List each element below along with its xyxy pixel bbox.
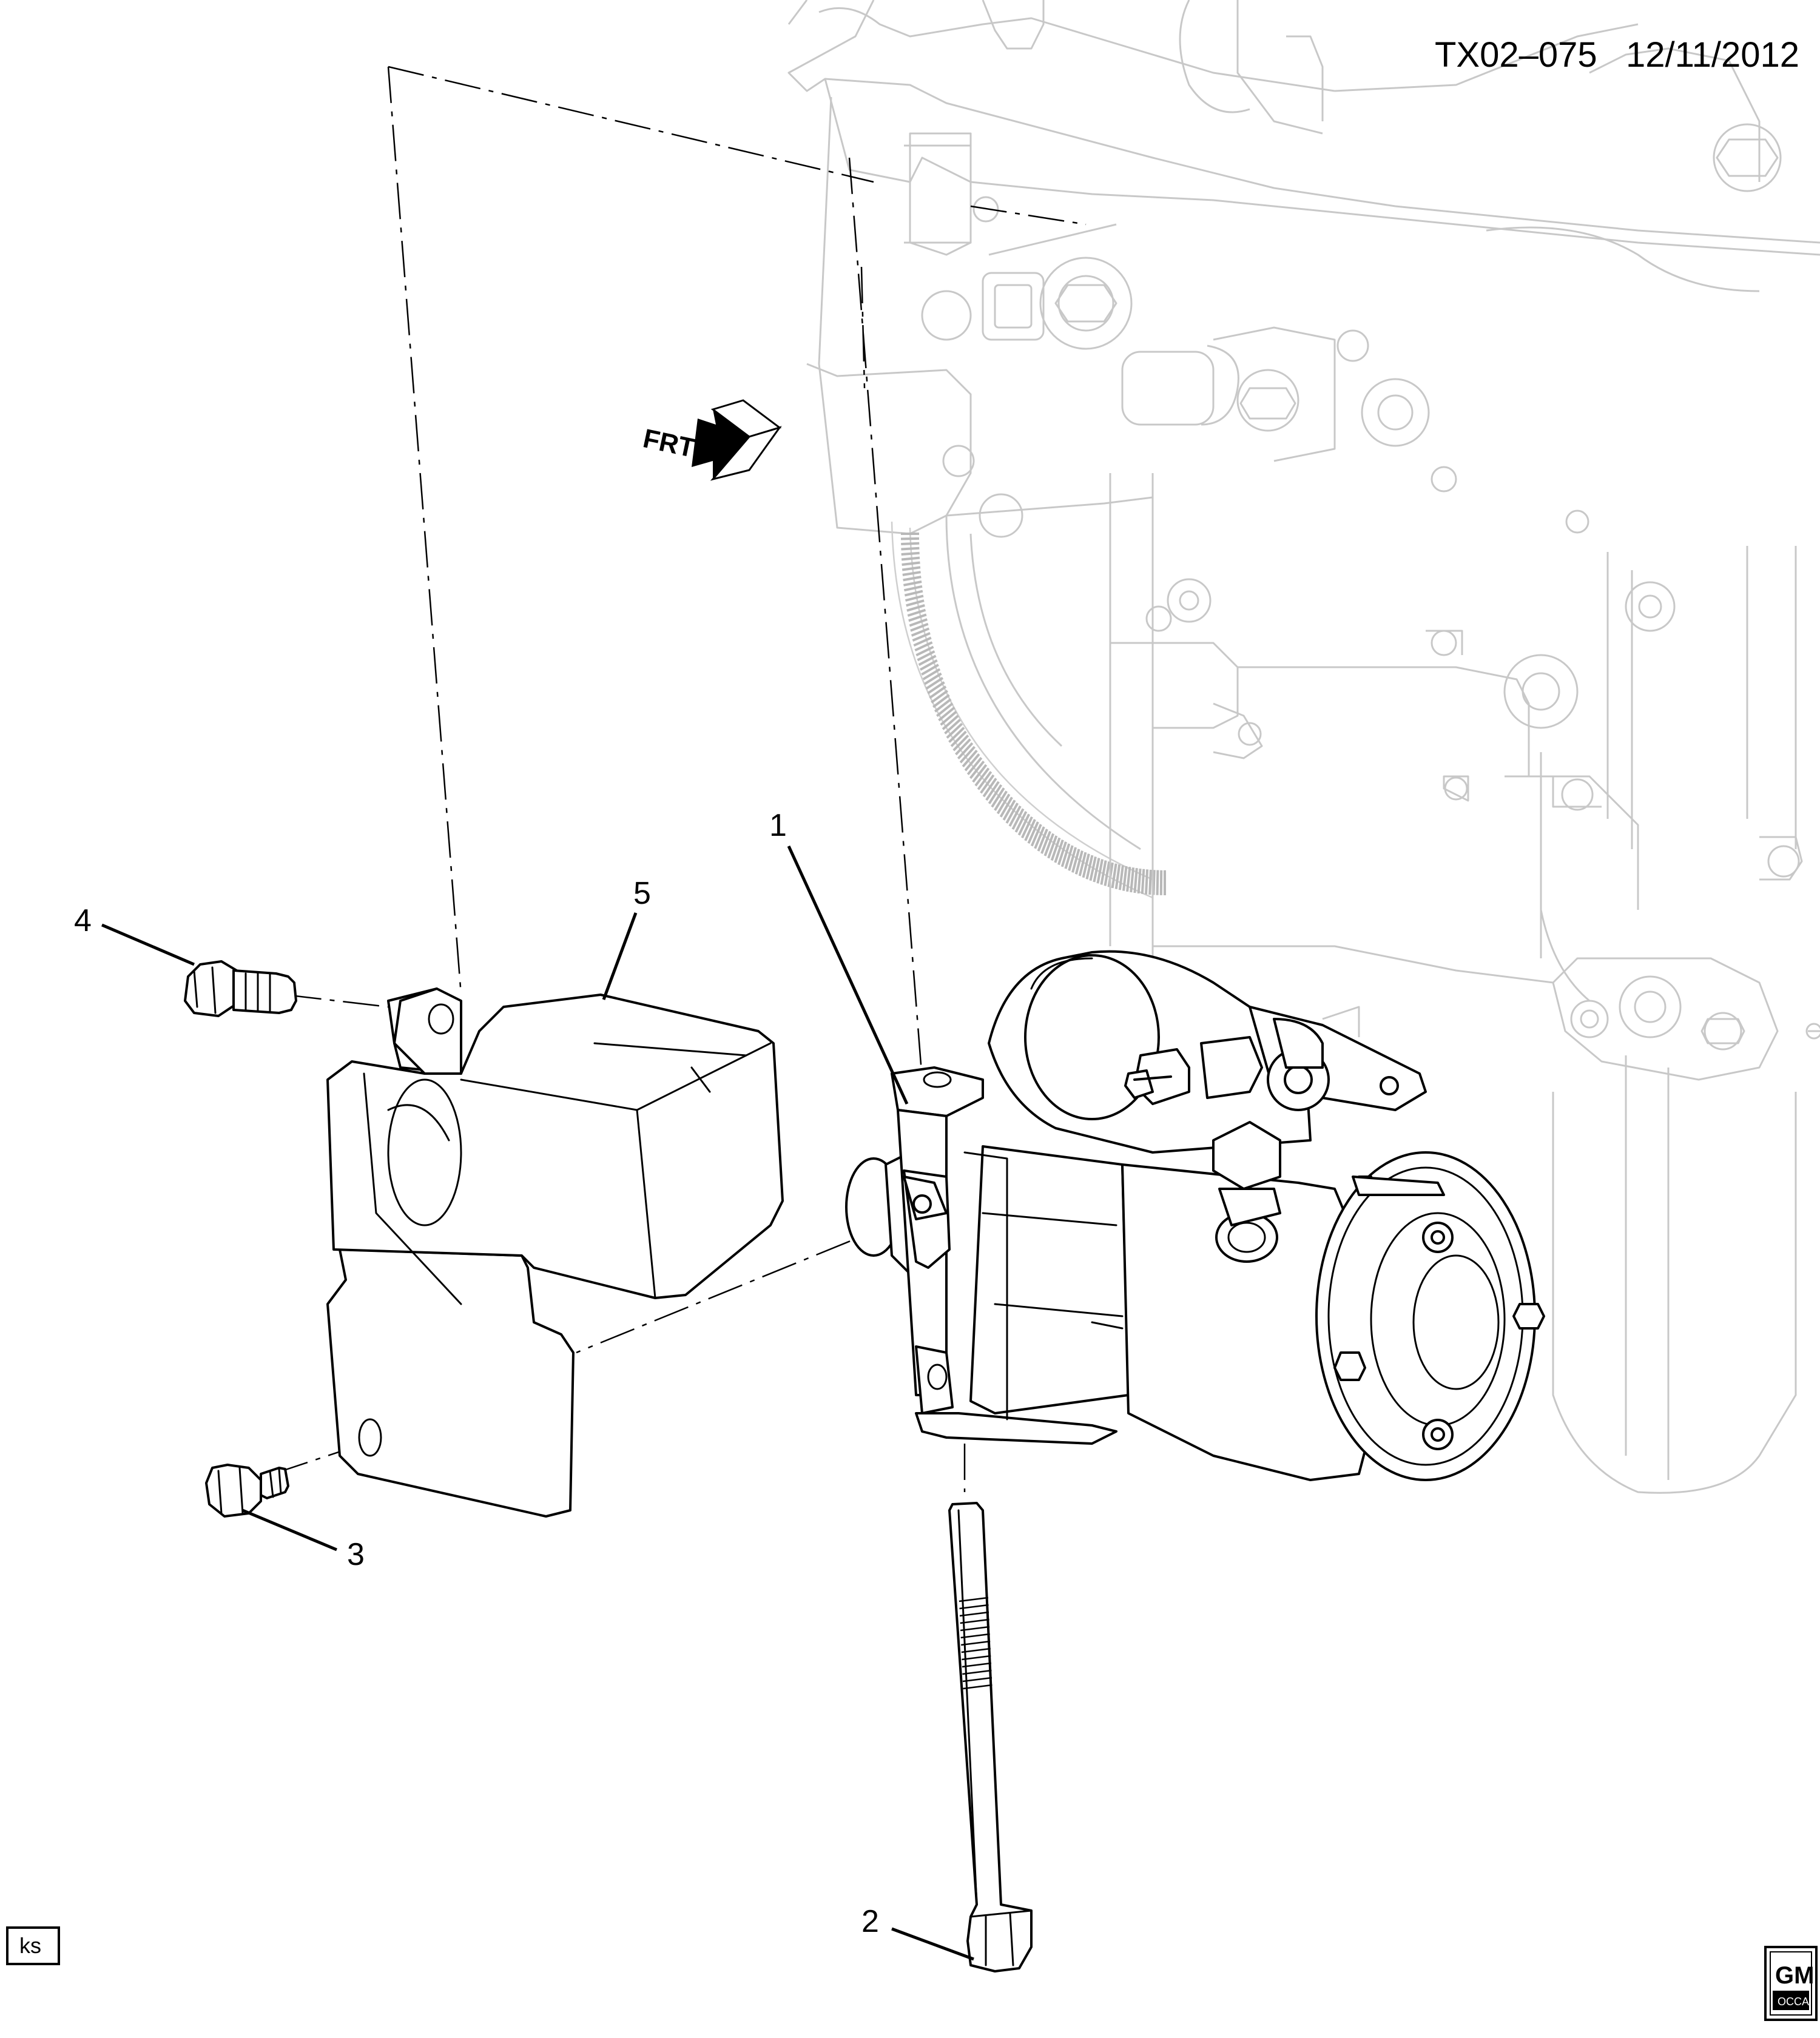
starter-heat-shield[interactable]: [326, 987, 784, 1518]
figure-id: TX02–075: [1435, 35, 1597, 75]
callout-1[interactable]: 1: [769, 808, 909, 1105]
callouts: 1 2 3 4 5: [74, 808, 974, 1961]
callout-5[interactable]: 5: [602, 876, 651, 1000]
callout-2-label: 2: [861, 1904, 879, 1939]
starter-motor[interactable]: [845, 950, 1545, 1481]
figure-header: TX02–075 12/11/2012: [1435, 35, 1799, 75]
engine-block-background: [787, 0, 1820, 1494]
front-arrow-icon: FRT: [641, 399, 782, 481]
gm-logo-subtext: OCCA: [1778, 1996, 1809, 2008]
shield-upper-bolt[interactable]: [184, 960, 297, 1017]
callout-1-label: 1: [769, 808, 787, 843]
callout-3-label: 3: [347, 1537, 365, 1572]
shield-lower-bolt[interactable]: [205, 1464, 289, 1518]
front-label: FRT: [641, 423, 698, 463]
gm-logo: GM OCCA: [1764, 1946, 1818, 2021]
starter-mounting-bolt[interactable]: [948, 1502, 1033, 1972]
callout-3[interactable]: 3: [242, 1508, 365, 1572]
alignment-lines: [272, 66, 1087, 1492]
gm-logo-text: GM: [1775, 1962, 1814, 1989]
callout-4-label: 4: [74, 903, 92, 938]
illustrator-tag-label: ks: [19, 1933, 41, 1958]
figure-date: 12/11/2012: [1626, 35, 1799, 75]
callout-5-label: 5: [633, 876, 651, 911]
illustrator-tag: ks: [6, 1926, 60, 1965]
callout-2[interactable]: 2: [861, 1904, 974, 1961]
callout-4[interactable]: 4: [74, 903, 195, 966]
flywheel-ring-gear: [900, 533, 1166, 895]
bolt-threads: [959, 1596, 993, 1690]
